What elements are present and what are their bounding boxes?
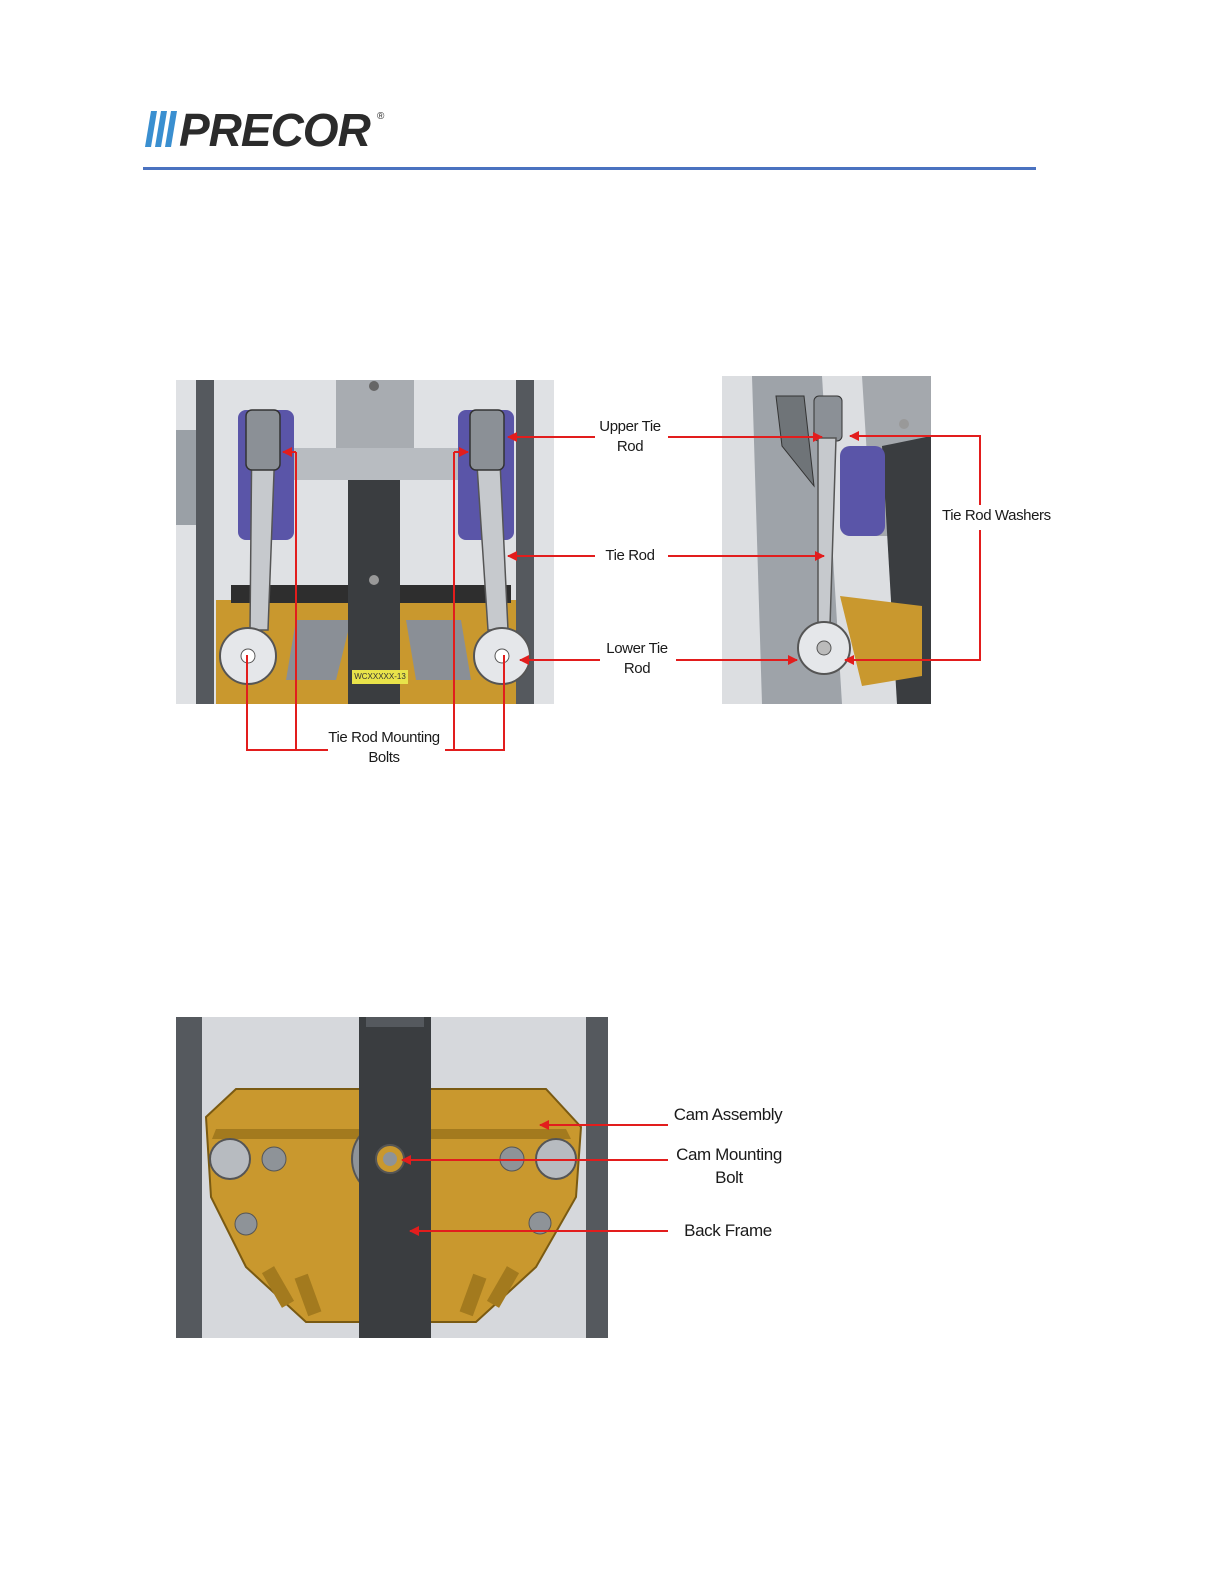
- label-lower-tie-rod: Lower Tie Rod: [597, 639, 677, 679]
- label-cam-mounting-bolt: Cam Mounting Bolt: [672, 1143, 786, 1189]
- logo-wordmark: PRECOR: [179, 105, 371, 153]
- label-cam-assembly: Cam Assembly: [672, 1103, 784, 1126]
- logo-registered-mark: ®: [377, 111, 385, 122]
- logo-stripes-icon: [145, 111, 177, 147]
- tie-rod-front-view-image: WCXXXXX-13: [176, 380, 554, 704]
- tie-rod-side-view-image: [722, 376, 931, 704]
- label-upper-tie-rod: Upper Tie Rod: [590, 417, 670, 457]
- precor-logo: PRECOR ®: [143, 105, 388, 153]
- label-back-frame: Back Frame: [680, 1219, 776, 1242]
- header-rule: [143, 167, 1036, 170]
- label-tie-rod-washers: Tie Rod Washers: [942, 506, 1048, 526]
- cam-assembly-image: [176, 1017, 608, 1338]
- label-tie-rod-mounting-bolts: Tie Rod Mounting Bolts: [324, 728, 444, 768]
- label-tie-rod: Tie Rod: [595, 546, 665, 566]
- part-number-tag: WCXXXXX-13: [352, 670, 408, 684]
